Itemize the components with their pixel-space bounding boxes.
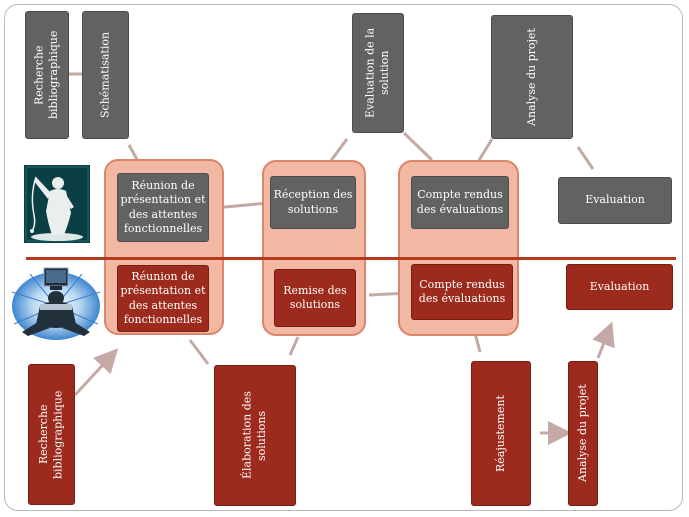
connector-elab-remise <box>288 336 300 356</box>
bottom-elaboration-box: Élaboration des solutions <box>214 365 296 506</box>
top-compte-rendus-box: Compte rendus des évaluations <box>411 176 509 229</box>
top-reunion-box: Réunion de présentation et des attentes … <box>117 173 209 242</box>
connector-analyse-compte <box>476 138 494 163</box>
bottom-reajustement-label: Réajustement <box>493 395 507 472</box>
top-schematisation-box: Schématisation <box>82 11 129 139</box>
bottom-evaluation-box: Evaluation <box>566 264 673 310</box>
connector-reunion-elab <box>188 339 210 365</box>
top-evaluation-box: Evaluation <box>558 177 672 224</box>
top-compte-rendus-label: Compte rendus des évaluations <box>416 188 504 216</box>
bottom-compte-rendus-box: Compte rendus des évaluations <box>411 264 513 320</box>
bottom-evaluation-label: Evaluation <box>589 279 650 293</box>
bottom-reunion-label: Réunion de présentation et des attentes … <box>120 269 206 326</box>
top-analyse-projet-box: Analyse du projet <box>491 15 573 139</box>
bottom-recherche-box: Recherche bibliographique <box>28 364 75 505</box>
connector-analyse-evaluation-bottom <box>592 321 615 359</box>
top-analyse-projet-label: Analyse du projet <box>524 28 538 126</box>
client-figure-icon <box>24 165 90 243</box>
top-reception-box: Réception des solutions <box>270 176 356 229</box>
bottom-analyse-projet-label: Analyse du projet <box>575 384 589 483</box>
connector-recherche-reunion <box>73 348 119 397</box>
bottom-reajustement-box: Réajustement <box>471 361 531 506</box>
top-reunion-label: Réunion de présentation et des attentes … <box>120 178 206 235</box>
divider-line <box>26 257 676 260</box>
top-schematisation-label: Schématisation <box>98 31 112 119</box>
top-evaluation-label: Evaluation <box>585 193 645 207</box>
engineer-computer-icon <box>11 267 101 340</box>
top-recherche-box: Recherche bibliographique <box>25 11 69 139</box>
top-reception-label: Réception des solutions <box>273 188 353 216</box>
bottom-elaboration-label: Élaboration des solutions <box>240 391 268 480</box>
connector-evalsol-compte <box>402 131 434 162</box>
bottom-reunion-box: Réunion de présentation et des attentes … <box>117 265 209 332</box>
connector-analyse-evaluation <box>576 146 595 170</box>
bottom-analyse-projet-box: Analyse du projet <box>568 361 598 506</box>
bottom-remise-box: Remise des solutions <box>274 269 356 327</box>
connector-evalsol-reception <box>328 138 349 163</box>
bottom-remise-label: Remise des solutions <box>283 283 347 311</box>
top-evaluation-solution-box: Evaluation de la solution <box>352 13 404 133</box>
top-evaluation-solution-label: Evaluation de la solution <box>363 27 391 119</box>
bottom-compte-rendus-label: Compte rendus des évaluations <box>418 277 506 305</box>
bottom-recherche-label: Recherche bibliographique <box>37 390 65 479</box>
top-recherche-label: Recherche bibliographique <box>32 30 60 120</box>
